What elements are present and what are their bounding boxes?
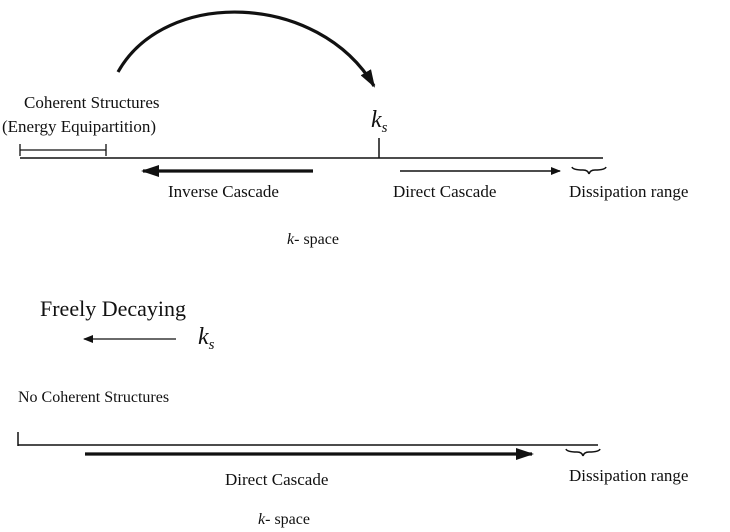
equipartition-range-bar [19,144,107,156]
ks-label-middle: ks [198,324,215,353]
dissipation-range-label-top: Dissipation range [569,182,689,201]
dissipation-range-label-bottom: Dissipation range [569,466,689,485]
freely-decaying-label: Freely Decaying [40,296,186,321]
k-space-label-bottom: k- space [258,511,310,528]
inverse-cascade-label: Inverse Cascade [168,182,279,201]
direct-cascade-label-bottom: Direct Cascade [225,470,329,489]
coherent-structures-label: Coherent Structures [24,93,160,112]
direct-cascade-label-top: Direct Cascade [393,182,497,201]
k-space-label-top: k- space [287,231,339,248]
energy-equipartition-label: (Energy Equipartition) [2,117,157,136]
dissipation-brace-bottom [565,448,601,457]
ks-label-top: ks [371,107,388,136]
transfer-arc-arrow [116,10,376,88]
no-coherent-structures-label: No Coherent Structures [18,389,170,406]
dissipation-brace-top [571,166,607,175]
